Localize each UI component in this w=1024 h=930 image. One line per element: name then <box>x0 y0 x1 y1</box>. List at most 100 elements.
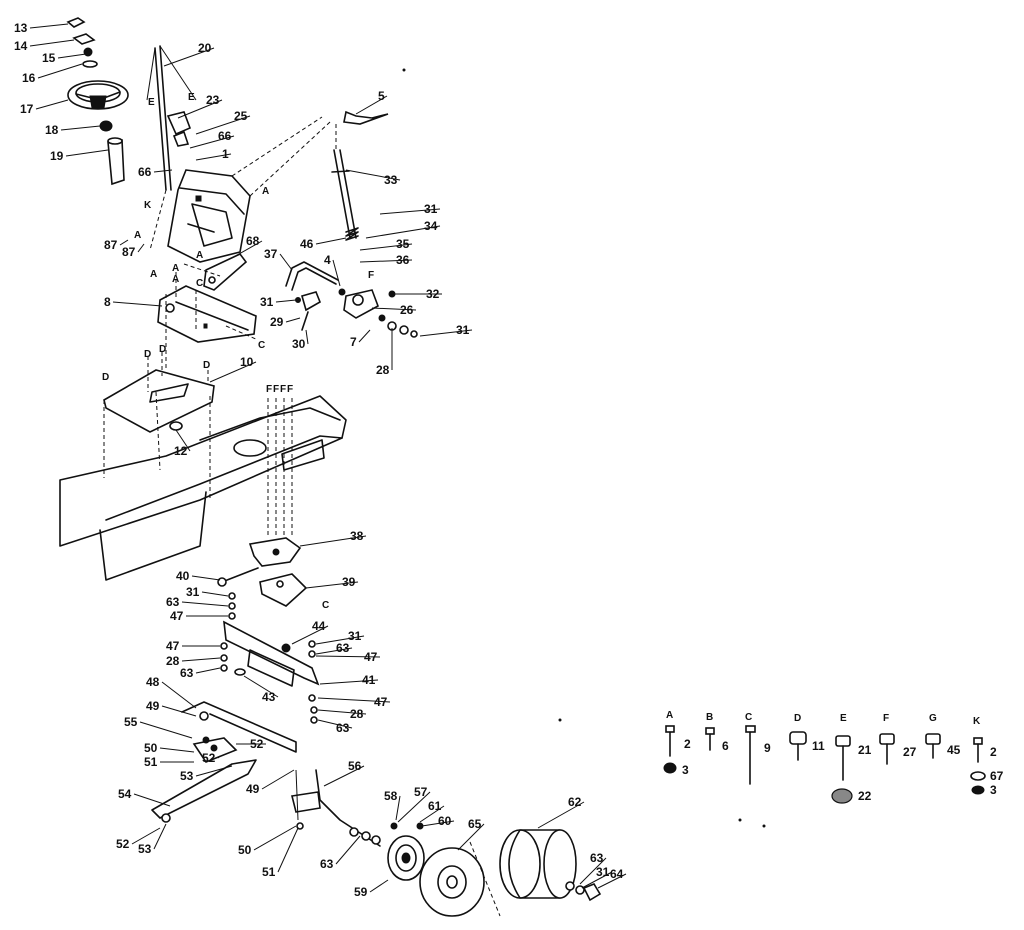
alignment-letter: A <box>172 263 179 274</box>
callout-label: 31 <box>596 865 610 879</box>
leader-line <box>153 169 173 173</box>
callout-label: 17 <box>20 102 34 116</box>
shift-quadrant <box>295 288 418 338</box>
leader-line <box>181 601 229 607</box>
leader-line <box>261 769 295 790</box>
leader-line <box>201 591 229 597</box>
tire-62 <box>469 829 577 917</box>
hardware-key-bolt-e <box>831 735 853 804</box>
leader-line <box>419 805 445 823</box>
callout-label: 28 <box>350 707 364 721</box>
hardware-key-bolt-k <box>970 737 986 795</box>
hardware-key-bolt-a <box>663 725 677 774</box>
callout-label: 29 <box>270 315 284 329</box>
leader-line <box>323 765 365 787</box>
leader-line <box>217 755 221 759</box>
callout-label: 57 <box>414 785 428 799</box>
callout-label: 51 <box>262 865 276 879</box>
alignment-letter: C <box>258 340 265 351</box>
leader-line <box>395 795 401 821</box>
leader-line <box>597 873 627 889</box>
callout-label: 65 <box>468 817 482 831</box>
callout-label: 63 <box>590 851 604 865</box>
callout-label: 32 <box>426 287 440 301</box>
alignment-letter: F <box>287 384 293 395</box>
alignment-letter: A <box>262 186 269 197</box>
callout-label: 31 <box>348 629 362 643</box>
callout-label: 41 <box>362 673 376 687</box>
callout-label: 8 <box>104 295 111 309</box>
spindle-54 <box>151 759 257 823</box>
callout-label: 39 <box>342 575 356 589</box>
callout-label: 40 <box>176 569 190 583</box>
callout-label: 47 <box>166 639 180 653</box>
hardware-key-bolt-d <box>789 731 807 761</box>
leader-line <box>37 63 83 79</box>
callout-label: 63 <box>336 641 350 655</box>
column-sleeve <box>107 137 125 186</box>
callout-label: 51 <box>144 755 158 769</box>
callout-label: 37 <box>264 247 278 261</box>
alignment-lines <box>147 263 259 392</box>
leader-line <box>119 239 129 246</box>
callout-label: 38 <box>350 529 364 543</box>
leader-line <box>137 243 145 253</box>
callout-label: 46 <box>300 237 314 251</box>
alignment-letter: E <box>188 92 195 103</box>
leader-line <box>131 827 161 845</box>
leader-line <box>195 667 221 674</box>
alignment-letter: F <box>266 384 272 395</box>
leader-line <box>195 765 233 777</box>
callout-label: 66 <box>218 129 232 143</box>
hardware-key-number: 2 <box>684 737 691 751</box>
callout-label: 49 <box>146 699 160 713</box>
alignment-letter: K <box>144 200 152 211</box>
leader-line <box>379 208 441 215</box>
leader-line <box>195 115 251 135</box>
callout-label: 14 <box>14 39 28 53</box>
alignment-letter: D <box>102 372 109 383</box>
leader-line <box>421 820 455 827</box>
callout-label: 28 <box>166 654 180 668</box>
leader-line <box>315 635 365 645</box>
wheel-cap-64 <box>565 881 602 902</box>
alignment-letter: C <box>322 600 329 611</box>
steering-wheel <box>67 80 129 110</box>
alignment-letter: A <box>150 269 157 280</box>
floor-plate-10 <box>103 369 215 433</box>
bolt-40 <box>217 567 259 587</box>
callout-label: 60 <box>438 814 452 828</box>
leader-line <box>161 681 197 709</box>
callout-label: 5 <box>378 89 385 103</box>
gear-bracket-38 <box>248 537 302 567</box>
hardware-key-number: 27 <box>903 745 917 759</box>
callout-label: 62 <box>568 795 582 809</box>
leader-line <box>243 675 279 698</box>
alignment-letter: D <box>203 360 210 371</box>
washer-stack-right <box>308 640 318 724</box>
seat-bracket-8 <box>157 285 257 343</box>
callout-label: 54 <box>118 787 132 801</box>
leader-line <box>365 225 441 239</box>
hardware-key-number: 45 <box>947 743 961 757</box>
callout-label: 47 <box>374 695 388 709</box>
leader-line <box>181 657 221 662</box>
alignment-letter: F <box>368 270 374 281</box>
axle-48 <box>181 701 297 763</box>
callout-label: 64 <box>610 867 624 881</box>
leader-line <box>133 793 171 807</box>
hardware-key-letter: E <box>840 713 847 724</box>
print-specks <box>402 68 766 828</box>
washer-stack-left <box>220 592 236 672</box>
callout-label: 52 <box>116 837 130 851</box>
leader-line <box>35 99 69 110</box>
steering-shaft <box>146 45 197 251</box>
callout-label: 43 <box>262 690 276 704</box>
hub-nut <box>83 47 93 57</box>
hardware-key-number: 9 <box>764 741 771 755</box>
hardware-key-number: 6 <box>722 739 729 753</box>
hardware-key-letter: K <box>973 716 981 727</box>
callout-label: 63 <box>336 721 350 735</box>
